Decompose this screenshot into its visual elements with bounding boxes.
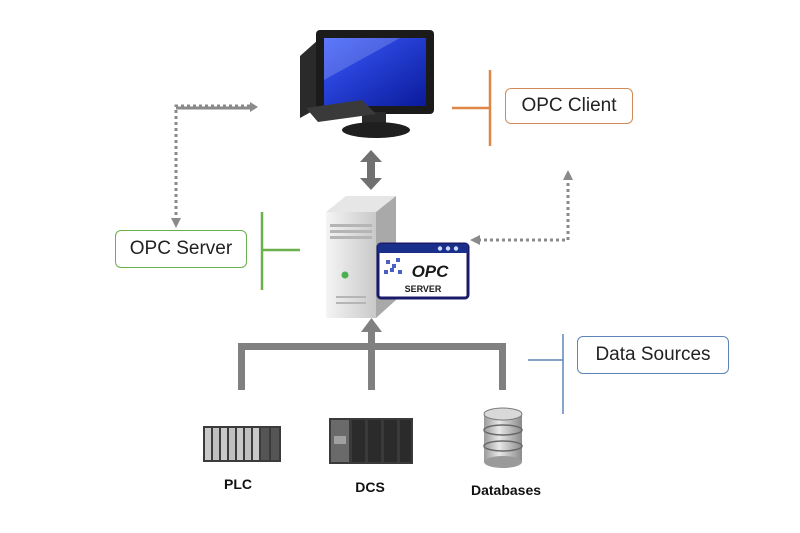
- dcs-label: DCS: [355, 479, 385, 495]
- dotted-arrow-left-head-bottom: [171, 218, 181, 228]
- computer-icon: [300, 30, 434, 138]
- plc-label: PLC: [224, 476, 252, 492]
- dotted-arrow-left: [174, 104, 250, 222]
- server-connector: [260, 212, 300, 290]
- plc-icon: [203, 426, 281, 462]
- opc-window-caption: SERVER: [405, 284, 442, 294]
- dcs-icon: [329, 418, 413, 464]
- dotted-arrow-right: [478, 180, 570, 242]
- sources-connector: [528, 334, 564, 414]
- opc-logo-text: OPC: [412, 262, 450, 281]
- opc-server-window: OPC SERVER: [376, 242, 470, 300]
- data-sources-label: Data Sources: [577, 336, 729, 374]
- client-connector: [452, 70, 492, 146]
- dotted-arrow-left-head-top: [250, 102, 258, 112]
- opc-server-label: OPC Server: [115, 230, 247, 268]
- dotted-arrow-right-head-top: [563, 170, 573, 180]
- databases-label: Databases: [470, 482, 542, 498]
- database-icon: [483, 407, 523, 468]
- data-bus: [238, 318, 506, 390]
- client-server-arrow: [360, 150, 382, 190]
- opc-client-label: OPC Client: [505, 88, 633, 124]
- dotted-arrow-right-head-left: [470, 235, 480, 245]
